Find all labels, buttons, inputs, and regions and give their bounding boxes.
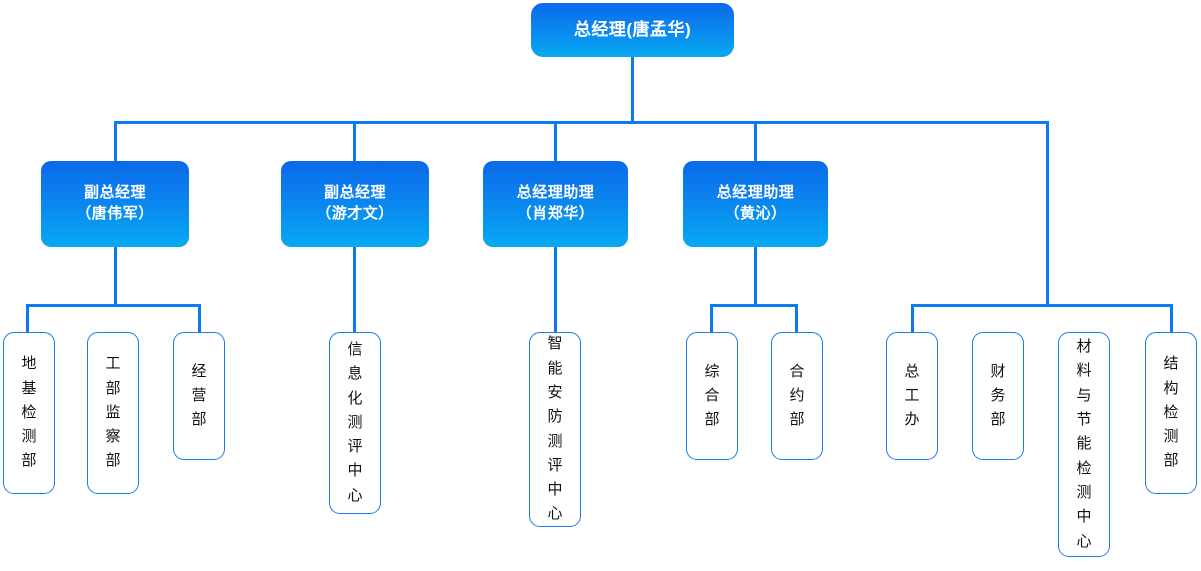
- node-assistant-manager-xiaozhenghua[interactable]: 总经理助理 （肖郑华）: [483, 161, 628, 247]
- connector-drop-vp1: [114, 121, 117, 161]
- connector-drop-right-branch: [1046, 121, 1049, 307]
- node-person-line: （唐伟军）: [76, 205, 154, 222]
- dept-char: 信: [347, 340, 363, 358]
- node-dept-operations[interactable]: 经 营 部: [173, 332, 225, 460]
- dept-char: 材: [1076, 338, 1092, 356]
- dept-char: 检: [1163, 403, 1179, 421]
- node-title-line: 总经理助理: [716, 184, 795, 202]
- dept-char: 部: [105, 452, 121, 470]
- node-title-line: 副总经理: [83, 184, 146, 202]
- dept-char: 测: [347, 413, 363, 431]
- dept-char: 部: [21, 452, 37, 470]
- dept-char: 基: [21, 379, 37, 397]
- dept-char: 总: [904, 362, 920, 380]
- dept-char: 中: [547, 481, 563, 499]
- connector-drop-d7: [795, 304, 798, 333]
- dept-char: 评: [547, 456, 563, 474]
- dept-char: 心: [1076, 532, 1092, 550]
- connector-bus-vp1: [26, 304, 201, 307]
- dept-char: 务: [990, 386, 1006, 404]
- dept-char: 部: [789, 411, 805, 429]
- node-person-line: （肖郑华）: [516, 205, 595, 222]
- node-dept-foundation-testing[interactable]: 地 基 检 测 部: [3, 332, 55, 494]
- dept-char: 监: [105, 403, 121, 421]
- dept-char: 能: [1076, 435, 1092, 453]
- connector-root-stem: [631, 57, 634, 123]
- connector-stem-vp2: [353, 247, 356, 333]
- dept-char: 与: [1076, 386, 1092, 404]
- connector-level1-bus: [114, 121, 1049, 124]
- connector-stem-asst2: [754, 247, 757, 307]
- connector-drop-vp2: [353, 121, 356, 161]
- dept-char: 地: [21, 355, 37, 373]
- node-general-manager[interactable]: 总经理(唐孟华): [531, 3, 734, 57]
- dept-char: 财: [990, 362, 1006, 380]
- dept-char: 节: [1076, 411, 1092, 429]
- dept-char: 约: [789, 386, 805, 404]
- dept-char: 中: [1076, 508, 1092, 526]
- node-dept-engineering-supervision[interactable]: 工 部 监 察 部: [87, 332, 139, 494]
- node-person-line: （游才文）: [316, 205, 394, 222]
- dept-char: 检: [21, 403, 37, 421]
- node-dept-finance[interactable]: 财 务 部: [972, 332, 1024, 460]
- dept-char: 测: [547, 432, 563, 450]
- dept-char: 安: [547, 383, 563, 401]
- dept-char: 测: [21, 428, 37, 446]
- dept-char: 结: [1163, 355, 1179, 373]
- node-dept-contract[interactable]: 合 约 部: [771, 332, 823, 460]
- node-dept-structural-testing[interactable]: 结 构 检 测 部: [1145, 332, 1197, 494]
- dept-char: 合: [789, 362, 805, 380]
- dept-char: 营: [191, 386, 207, 404]
- dept-char: 工: [904, 386, 920, 404]
- node-general-manager-label: 总经理(唐孟华): [573, 20, 692, 40]
- connector-drop-d1: [26, 304, 29, 333]
- dept-char: 构: [1163, 379, 1179, 397]
- connector-bus-asst2: [710, 304, 798, 307]
- node-person-line: （黄沁）: [724, 205, 787, 222]
- connector-drop-d8: [911, 304, 914, 333]
- dept-char: 智: [547, 335, 563, 353]
- dept-char: 测: [1163, 428, 1179, 446]
- node-deputy-manager-youcaiwen[interactable]: 副总经理 （游才文）: [281, 161, 429, 247]
- node-dept-intelligent-security-evaluation-center[interactable]: 智 能 安 防 测 评 中 心: [529, 332, 581, 527]
- dept-char: 化: [347, 389, 363, 407]
- dept-char: 防: [547, 408, 563, 426]
- dept-char: 息: [347, 365, 363, 383]
- dept-char: 部: [191, 411, 207, 429]
- node-dept-material-energy-testing-center[interactable]: 材 料 与 节 能 检 测 中 心: [1058, 332, 1110, 557]
- connector-drop-asst1: [554, 121, 557, 161]
- dept-char: 料: [1076, 362, 1092, 380]
- dept-char: 心: [547, 505, 563, 523]
- node-title-line: 总经理助理: [516, 184, 595, 202]
- dept-char: 中: [347, 462, 363, 480]
- dept-char: 察: [105, 428, 121, 446]
- dept-char: 检: [1076, 459, 1092, 477]
- dept-char: 部: [105, 379, 121, 397]
- dept-char: 部: [1163, 452, 1179, 470]
- connector-drop-d3: [198, 304, 201, 333]
- connector-drop-asst2: [754, 121, 757, 161]
- dept-char: 经: [191, 362, 207, 380]
- node-deputy-manager-tangweijun[interactable]: 副总经理 （唐伟军）: [41, 161, 189, 247]
- connector-drop-d11: [1170, 304, 1173, 333]
- dept-char: 测: [1076, 483, 1092, 501]
- node-dept-informatization-evaluation-center[interactable]: 信 息 化 测 评 中 心: [329, 332, 381, 514]
- dept-char: 工: [105, 355, 121, 373]
- dept-char: 心: [347, 486, 363, 504]
- dept-char: 评: [347, 438, 363, 456]
- dept-char: 部: [990, 411, 1006, 429]
- dept-char: 能: [547, 359, 563, 377]
- node-assistant-manager-huangqin[interactable]: 总经理助理 （黄沁）: [683, 161, 828, 247]
- dept-char: 合: [704, 386, 720, 404]
- connector-stem-asst1: [554, 247, 557, 333]
- dept-char: 综: [704, 362, 720, 380]
- dept-char: 办: [904, 411, 920, 429]
- connector-stem-vp1: [114, 247, 117, 307]
- node-dept-chief-engineer-office[interactable]: 总 工 办: [886, 332, 938, 460]
- dept-char: 部: [704, 411, 720, 429]
- node-dept-general-affairs[interactable]: 综 合 部: [686, 332, 738, 460]
- node-title-line: 副总经理: [323, 184, 386, 202]
- connector-drop-d6: [710, 304, 713, 333]
- connector-bus-right-group: [911, 304, 1173, 307]
